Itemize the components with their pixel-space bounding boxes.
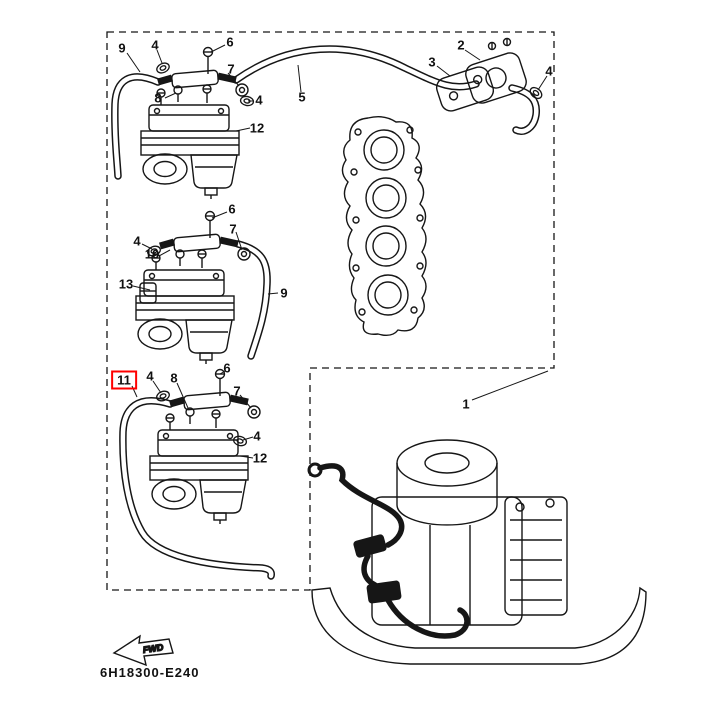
callout-4-a[interactable]: 4 [151, 37, 159, 53]
callout-3[interactable]: 3 [428, 54, 436, 70]
callout-13[interactable]: 13 [118, 276, 134, 292]
assembly-group-boundary [106, 31, 555, 591]
callout-4-f[interactable]: 4 [253, 428, 261, 444]
callout-9-top[interactable]: 9 [118, 40, 126, 56]
wiring-harness [307, 462, 470, 639]
callout-4-c[interactable]: 4 [545, 63, 553, 79]
callout-6-c[interactable]: 6 [223, 360, 231, 376]
cylinder-head-gasket [341, 115, 427, 337]
callout-6-b[interactable]: 6 [228, 201, 236, 217]
callout-4-b[interactable]: 4 [255, 92, 263, 108]
callout-1[interactable]: 1 [462, 396, 470, 412]
fuel-joint-middle [160, 212, 250, 267]
fuel-hose-5 [232, 45, 480, 91]
callout-12-b[interactable]: 12 [252, 450, 268, 466]
fuel-hose-11 [119, 397, 275, 580]
callout-7-a[interactable]: 7 [227, 61, 235, 77]
callout-8-a[interactable]: 8 [154, 90, 162, 106]
fuel-hose-9-top [111, 73, 162, 180]
hose-clamp [231, 434, 249, 448]
callout-11-selected[interactable]: 11 [111, 370, 137, 390]
callout-4-e[interactable]: 4 [146, 368, 154, 384]
fwd-arrow: FWD [112, 634, 174, 667]
callout-6-a[interactable]: 6 [226, 34, 234, 50]
carburetor-pump-13 [139, 282, 157, 304]
callout-12-a[interactable]: 12 [249, 120, 265, 136]
callout-9-middle[interactable]: 9 [280, 285, 288, 301]
callout-7-c[interactable]: 7 [233, 383, 241, 399]
pump-outlet-hose [508, 84, 541, 135]
carburetor-bottom [149, 409, 249, 525]
hose-clamp [154, 60, 172, 76]
callout-8-b[interactable]: 8 [170, 370, 178, 386]
callout-7-b[interactable]: 7 [229, 221, 237, 237]
fuel-hose-9-middle [234, 240, 271, 360]
leader-lines [126, 44, 549, 459]
callout-2[interactable]: 2 [457, 37, 465, 53]
fuel-pump-assembly [435, 37, 527, 112]
callout-5[interactable]: 5 [298, 89, 306, 105]
fwd-arrow-label: FWD [142, 642, 164, 655]
engine-power-head [311, 439, 647, 665]
callout-10[interactable]: 10 [144, 246, 160, 262]
carburetor-middle [135, 249, 235, 365]
diagram-part-code: 6H18300-E240 [100, 665, 200, 680]
callout-4-d[interactable]: 4 [133, 233, 141, 249]
